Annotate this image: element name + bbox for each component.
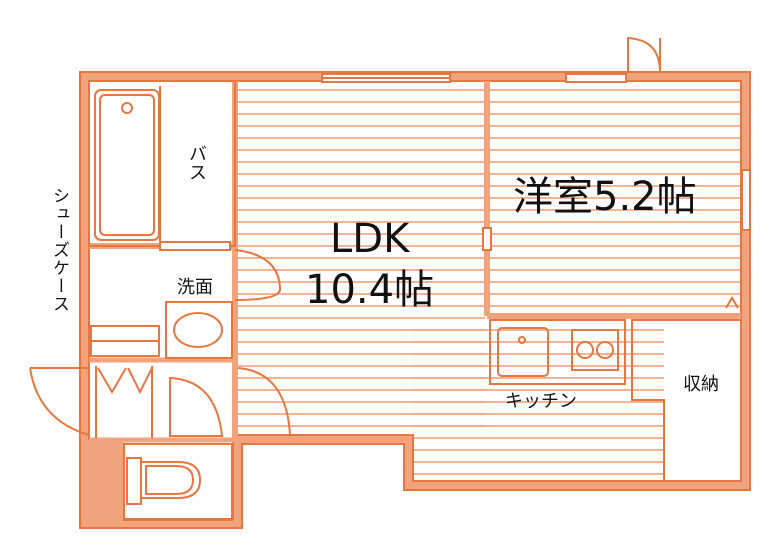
shoe-case-label: シューズケース <box>49 187 69 313</box>
bath-drain-icon <box>121 102 133 114</box>
kitchen-label: キッチン <box>505 391 577 412</box>
hall-door-swing-2 <box>237 367 291 435</box>
western-room-label: 洋室5.2帖 <box>513 174 697 220</box>
storage-label: 収納 <box>683 374 719 395</box>
bath-room <box>88 80 236 247</box>
bath-door-mark <box>159 241 231 251</box>
inner-door-mark <box>482 227 492 251</box>
balcony-door-swing <box>627 36 661 73</box>
wash-door-swing <box>234 249 282 301</box>
side-window <box>741 169 751 231</box>
ldk-size-label: 10.4帖 <box>305 267 435 313</box>
western-room-floor <box>490 88 740 313</box>
hall-door-swing <box>169 376 224 437</box>
toilet-icon <box>140 461 202 499</box>
stove-icon <box>571 329 619 371</box>
toilet-room <box>123 443 233 521</box>
kitchen-counter <box>489 319 626 385</box>
washbasin-counter <box>165 301 233 359</box>
bath-label: バス <box>186 144 207 182</box>
washbasin-icon <box>173 312 223 348</box>
washroom-label: 洗面 <box>177 277 213 298</box>
western-window <box>565 73 627 83</box>
ldk-name-label: LDK <box>330 216 410 262</box>
toilet-tank-icon <box>126 457 142 505</box>
sink-icon <box>497 327 549 377</box>
storage-room <box>631 319 742 482</box>
ldk-floor-lower <box>410 325 664 475</box>
entry-door-swing <box>29 367 90 436</box>
